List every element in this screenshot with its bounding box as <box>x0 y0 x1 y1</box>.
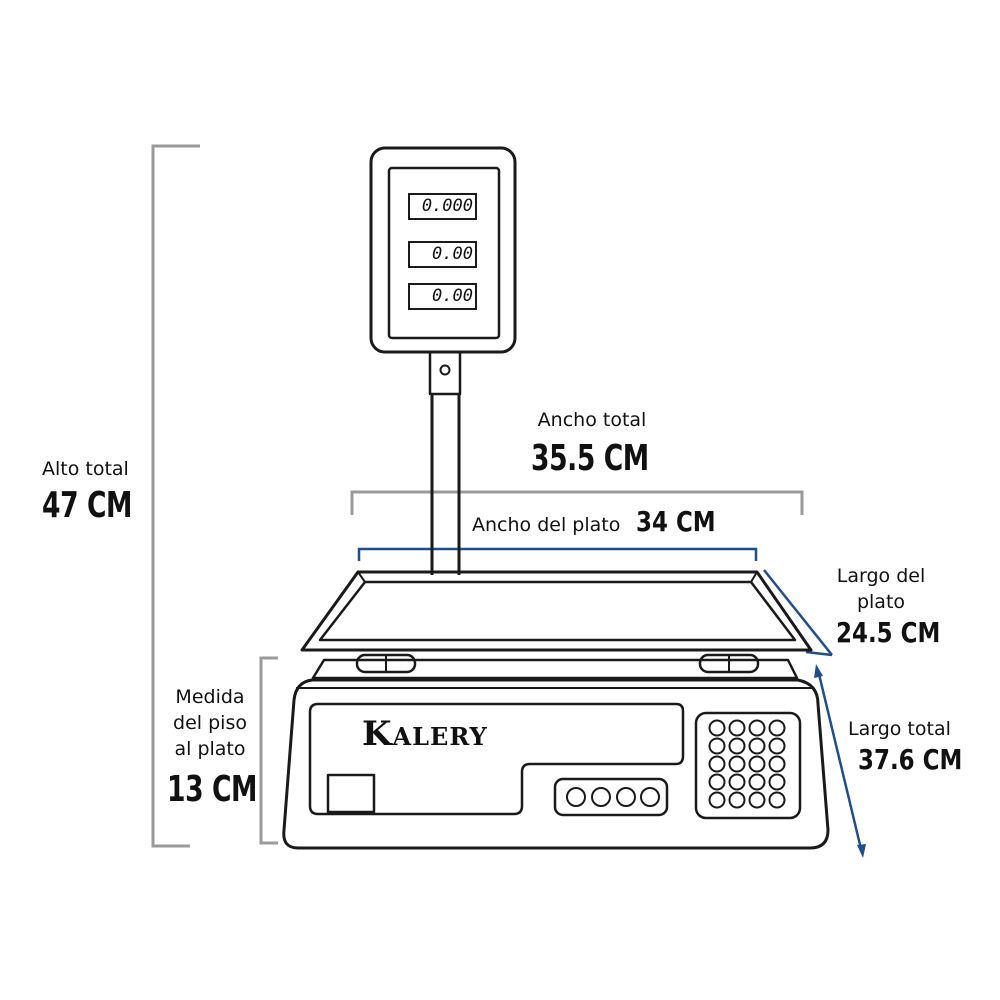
lcd-readout-1: 0.000 <box>421 196 473 216</box>
strip-button <box>591 787 611 807</box>
plate-length-label-line2: plato <box>856 591 906 613</box>
total-width-bracket <box>350 490 804 515</box>
display-panel <box>387 166 501 340</box>
tray-outer <box>300 570 813 652</box>
scale-outline <box>282 146 830 850</box>
keypad-key <box>708 755 726 773</box>
plate-width-label: Ancho del plato <box>472 514 621 536</box>
strip-button <box>640 787 660 807</box>
base-top-ledge <box>311 658 799 680</box>
pole-connector <box>428 350 462 396</box>
floor-to-plate-label-line1: Medida <box>175 686 245 708</box>
label-panel <box>308 702 685 816</box>
total-height-label: Alto total <box>42 458 129 480</box>
keypad-key <box>728 737 746 755</box>
keypad-keys <box>708 719 786 809</box>
total-length-label: Largo total <box>848 718 951 740</box>
pole-screw <box>439 364 451 376</box>
keypad-key <box>708 773 726 791</box>
plate-width-bracket <box>357 547 758 561</box>
total-height-value: 47 CM <box>42 485 133 526</box>
total-length-arrow-top <box>814 664 823 678</box>
floor-to-plate-bracket <box>259 656 278 845</box>
base-body <box>282 678 830 850</box>
lcd-readout-3: 0.00 <box>432 286 473 306</box>
tray-lip-right <box>750 571 758 583</box>
tray-lip-left <box>357 571 366 583</box>
keypad-key <box>748 773 766 791</box>
brand-logo: Kalery <box>362 714 488 754</box>
total-width-label: Ancho total <box>537 409 647 431</box>
keypad-key <box>748 791 766 809</box>
keypad-key <box>728 755 746 773</box>
strip-button <box>616 787 636 807</box>
lcd-readout-2: 0.00 <box>432 244 473 264</box>
strip-buttons <box>566 787 660 807</box>
keypad-key <box>708 719 726 737</box>
plate-width-value: 34 CM <box>636 505 716 538</box>
total-width-value: 35.5 CM <box>531 438 649 479</box>
floor-to-plate-value: 13 CM <box>167 769 258 810</box>
total-length-arrow-bottom <box>857 844 866 858</box>
plate-length-value: 24.5 CM <box>836 616 941 649</box>
keypad-key <box>768 773 786 791</box>
keypad-key <box>748 737 766 755</box>
keypad-key <box>748 719 766 737</box>
keypad-key <box>728 719 746 737</box>
lcd-frame-1 <box>408 193 477 220</box>
total-height-bracket <box>151 144 200 848</box>
label-slot <box>326 773 376 814</box>
strip-button <box>566 787 586 807</box>
tray-inner <box>318 580 797 642</box>
keypad-key <box>728 773 746 791</box>
plate-length-line <box>763 569 833 656</box>
keypad-key <box>728 791 746 809</box>
button-strip <box>553 777 669 817</box>
keypad-key <box>768 755 786 773</box>
lcd-frame-2 <box>408 241 477 268</box>
keypad-key <box>768 791 786 809</box>
plate-length-label-line1: Largo del <box>836 565 926 587</box>
keypad-key <box>708 737 726 755</box>
floor-to-plate-label-line3: al plato <box>174 738 246 760</box>
total-length-value: 37.6 CM <box>858 743 963 776</box>
lcd-frame-3 <box>408 283 477 310</box>
floor-to-plate-label-line2: del piso <box>173 712 247 734</box>
keypad-key <box>768 737 786 755</box>
keypad-key <box>748 755 766 773</box>
keypad-panel <box>694 711 802 820</box>
plate-length-tick <box>805 650 833 657</box>
total-length-line <box>816 669 864 854</box>
keypad-key <box>708 791 726 809</box>
keypad-key <box>768 719 786 737</box>
